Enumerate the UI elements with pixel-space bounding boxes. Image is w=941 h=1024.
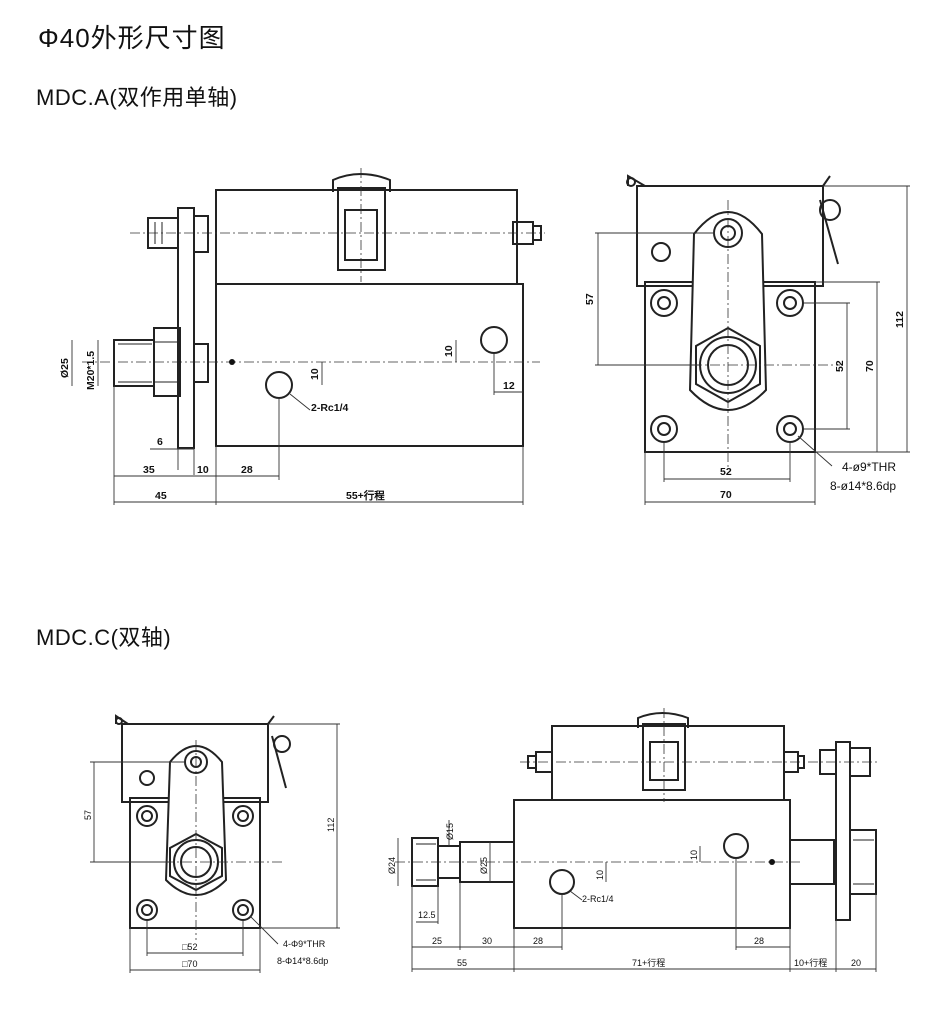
c-rear-shaft [769, 741, 877, 921]
svg-text:52: 52 [720, 466, 732, 478]
c-locking-handle [637, 708, 689, 802]
svg-text:28: 28 [533, 936, 543, 946]
svg-text:71+行程: 71+行程 [632, 957, 665, 968]
svg-text:4-Φ9*THR: 4-Φ9*THR [283, 939, 326, 949]
svg-text:10+行程: 10+行程 [794, 957, 827, 968]
svg-text:52: 52 [834, 360, 846, 372]
svg-text:28: 28 [241, 464, 253, 476]
svg-text:12: 12 [503, 380, 515, 392]
mdc-a-end-view: 57 52 70 112 52 70 4-ø9*THR 8-ø14*8.6dp [584, 174, 910, 505]
a-rear-nut [512, 221, 542, 245]
c-port-top [723, 833, 749, 859]
svg-text:10: 10 [595, 870, 605, 880]
model-title-a: MDC.A(双作用单轴) [36, 85, 238, 110]
svg-text:45: 45 [155, 490, 167, 502]
svg-text:57: 57 [584, 293, 596, 305]
c-lower-body [513, 799, 791, 929]
svg-text:Ø25: Ø25 [59, 358, 71, 378]
a-top-bolt [193, 215, 209, 253]
svg-text:Ø24: Ø24 [387, 857, 397, 874]
a-lower-body [215, 283, 524, 447]
c-side-dimensions: Ø15 Ø24 Ø25 12.5 25 30 28 28 55 71+行程 [387, 820, 877, 972]
svg-text:8-ø14*8.6dp: 8-ø14*8.6dp [830, 479, 896, 493]
a-knob [147, 217, 179, 249]
svg-text:70: 70 [864, 360, 876, 372]
svg-text:12.5: 12.5 [418, 910, 436, 920]
svg-text:□52: □52 [182, 942, 197, 952]
svg-text:55+行程: 55+行程 [346, 489, 385, 502]
svg-text:25: 25 [432, 936, 442, 946]
page-title: Φ40外形尺寸图 [38, 23, 226, 53]
svg-text:□70: □70 [182, 959, 197, 969]
mdc-a-side-view: Ø25 M20*1.5 6 35 10 28 45 55+行程 10 10 12 [59, 168, 545, 505]
a-end-dimensions: 57 52 70 112 52 70 4-ø9*THR 8-ø14*8.6dp [584, 185, 910, 505]
svg-text:10: 10 [443, 345, 455, 357]
svg-text:30: 30 [482, 936, 492, 946]
svg-text:28: 28 [754, 936, 764, 946]
svg-text:10: 10 [309, 368, 321, 380]
a-side-dimensions: Ø25 M20*1.5 6 35 10 28 45 55+行程 10 10 12 [59, 340, 524, 505]
svg-text:70: 70 [720, 489, 732, 501]
svg-text:Ø15: Ø15 [445, 823, 455, 840]
svg-text:112: 112 [326, 818, 336, 832]
c-upper-housing [551, 725, 785, 801]
mdc-c-side-view: Ø15 Ø24 Ø25 12.5 25 30 28 28 55 71+行程 [387, 708, 880, 972]
c-port-bottom [549, 869, 575, 895]
mdc-c-end-view: 57 112 □52 □70 4-Φ9*THR 8-Φ14*8.6dp [83, 714, 340, 973]
a-end-clip [627, 174, 831, 187]
svg-text:4-ø9*THR: 4-ø9*THR [842, 460, 896, 474]
c-end-dimensions: 57 112 □52 □70 4-Φ9*THR 8-Φ14*8.6dp [83, 723, 340, 973]
model-title-c: MDC.C(双轴) [36, 625, 172, 650]
svg-text:8-Φ14*8.6dp: 8-Φ14*8.6dp [277, 956, 328, 966]
svg-text:112: 112 [894, 311, 906, 328]
svg-text:35: 35 [143, 464, 155, 476]
a-port-top [480, 326, 508, 354]
a-locking-handle [332, 168, 391, 282]
svg-text:Ø25: Ø25 [479, 857, 489, 874]
svg-text:55: 55 [457, 958, 467, 968]
svg-text:57: 57 [83, 810, 93, 820]
svg-text:20: 20 [851, 958, 861, 968]
a-small-hole [651, 242, 671, 262]
svg-text:2-Rc1/4: 2-Rc1/4 [311, 402, 349, 414]
a-threaded-shaft [113, 327, 235, 397]
svg-text:6: 6 [157, 436, 163, 448]
svg-text:2-Rc1/4: 2-Rc1/4 [582, 894, 614, 904]
a-port-bottom [265, 371, 293, 399]
svg-text:M20*1.5: M20*1.5 [85, 351, 97, 390]
svg-text:10: 10 [197, 464, 209, 476]
svg-text:10: 10 [689, 850, 699, 860]
